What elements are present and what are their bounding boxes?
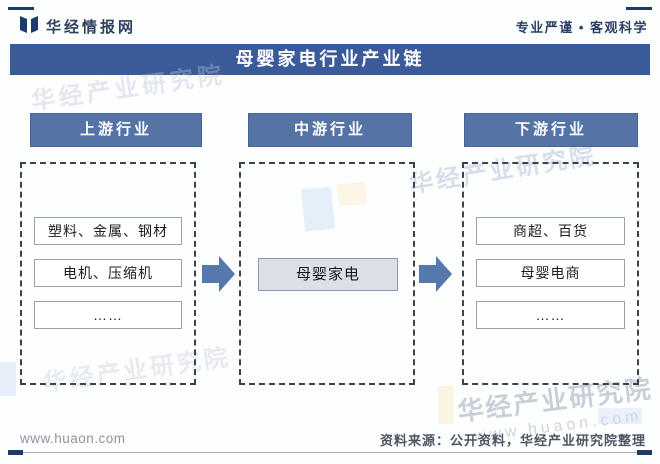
downstream-container — [462, 162, 639, 385]
midstream-item: 母婴家电 — [258, 258, 398, 291]
huaon-logo-icon — [20, 16, 38, 33]
downstream-item: …… — [476, 301, 625, 329]
downstream-item: 母婴电商 — [476, 259, 625, 287]
page-title: 母婴家电行业产业链 — [10, 44, 650, 75]
footer-right-accent — [637, 450, 652, 455]
right-arrow-icon — [202, 256, 235, 292]
footer-left-accent — [8, 450, 23, 455]
watermark-logo-smudge — [598, 408, 642, 424]
upstream-item: 电机、压缩机 — [34, 259, 182, 287]
top-left-accent — [8, 7, 34, 10]
right-arrow-icon — [419, 256, 452, 292]
brand-tagline: 专业严谨 • 客观科学 — [515, 20, 648, 35]
footer-divider — [8, 452, 652, 453]
upstream-header: 上游行业 — [30, 113, 202, 147]
upstream-item: …… — [34, 301, 182, 329]
upstream-item: 塑料、金属、钢材 — [34, 217, 182, 245]
upstream-container — [20, 162, 196, 385]
watermark-logo-smudge — [0, 362, 16, 396]
watermark-logo-smudge — [438, 386, 454, 424]
midstream-container — [239, 162, 415, 385]
brand-name: 华经情报网 — [46, 19, 137, 36]
footer-source: 资料来源：公开资料，华经产业研究院整理 — [379, 433, 646, 448]
midstream-header: 中游行业 — [248, 113, 412, 147]
top-right-accent — [626, 7, 652, 10]
downstream-item: 商超、百货 — [476, 217, 625, 245]
footer-url: www.huaon.com — [20, 431, 126, 446]
downstream-header: 下游行业 — [464, 113, 638, 147]
